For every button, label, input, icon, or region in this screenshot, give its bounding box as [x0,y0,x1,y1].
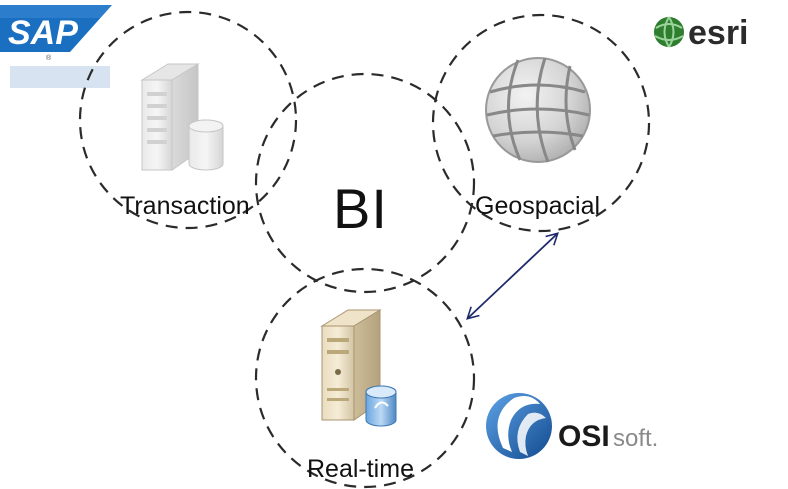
globe-icon [485,57,591,163]
bi-label: BI [333,177,388,240]
bi-circle [254,72,476,294]
transaction-circle [78,10,298,230]
osisoft-logo: OSI soft. [486,393,658,459]
transaction-label: Transaction [120,192,250,220]
bidirectional-arrow [466,232,559,320]
esri-logo: esri [654,14,749,52]
esri-logo-text: esri [688,14,749,52]
geospacial-circle [431,13,651,233]
osisoft-logo-light: soft. [613,425,658,452]
sap-logo: SAP ® [0,5,112,88]
sap-logo-text: SAP [8,14,78,52]
svg-text:®: ® [46,54,52,62]
database-server-icon [140,63,224,171]
realtime-circle [254,267,476,489]
realtime-label: Real-time [307,455,414,483]
osisoft-logo-bold: OSI [558,420,610,453]
realtime-server-icon [320,309,397,427]
geospacial-label: Geospacial [475,192,601,220]
